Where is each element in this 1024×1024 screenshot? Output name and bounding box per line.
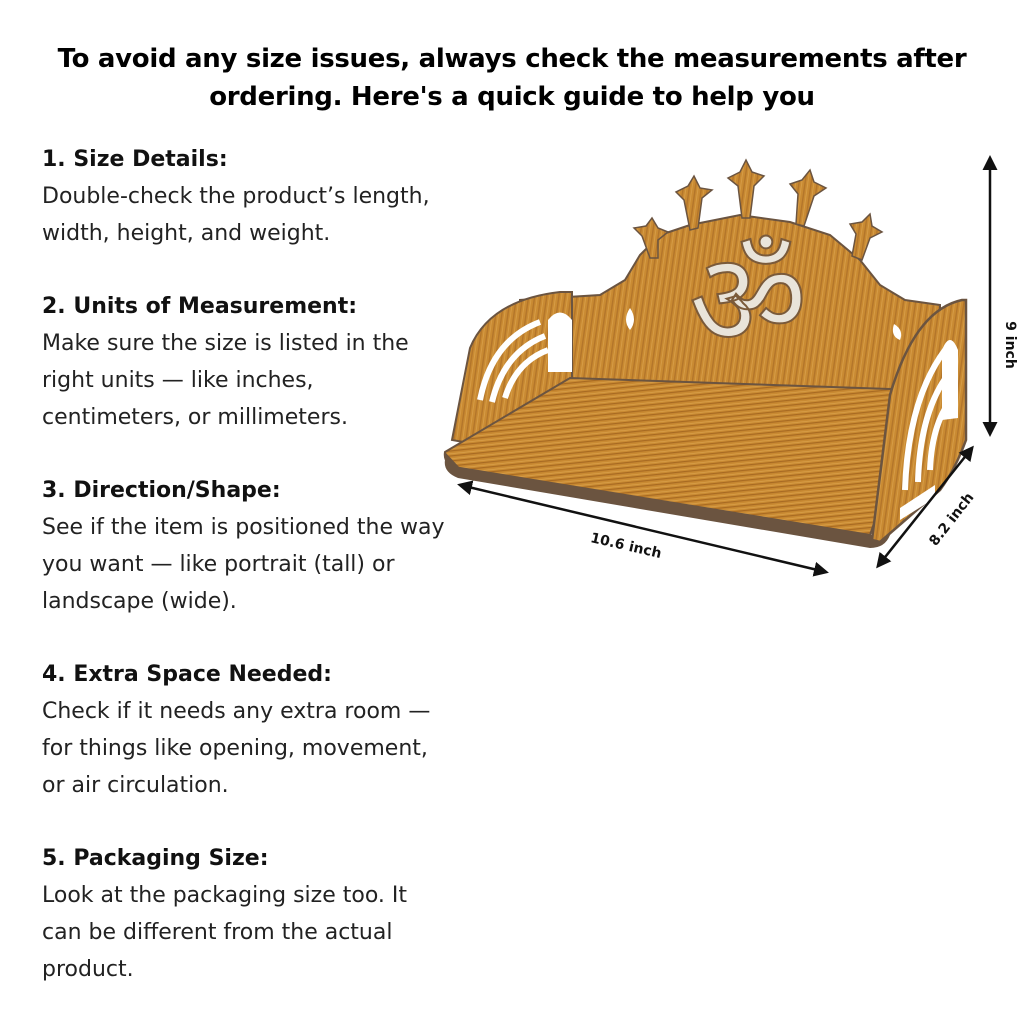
section-body: Make sure the size is listed in the righ… <box>42 331 409 430</box>
section-title: 2. Units of Measurement: <box>42 294 358 319</box>
section-body: Check if it needs any extra room — for t… <box>42 699 431 798</box>
guide-section-units: 2. Units of Measurement: Make sure the s… <box>42 289 522 436</box>
section-body: Double-check the product’s length, width… <box>42 184 430 246</box>
om-symbol-icon: ॐ <box>689 224 808 376</box>
section-title: 1. Size Details: <box>42 147 228 172</box>
guide-section-direction: 3. Direction/Shape: See if the item is p… <box>42 473 522 620</box>
headline: To avoid any size issues, always check t… <box>57 44 967 112</box>
width-label: 10.6 inch <box>589 530 663 562</box>
guide-section-size-details: 1. Size Details: Double-check the produc… <box>42 142 522 252</box>
height-dimension: 9 inch <box>982 155 1018 437</box>
wooden-mandir-shelf-illustration: ॐ 10.6 inch <box>443 155 1018 577</box>
section-title: 3. Direction/Shape: <box>42 478 281 503</box>
measurement-guide: 1. Size Details: Double-check the produc… <box>42 142 522 988</box>
depth-label: 8.2 inch <box>926 490 977 549</box>
section-body: See if the item is positioned the way yo… <box>42 515 445 614</box>
product-image: ॐ 10.6 inch <box>430 150 1020 590</box>
left-side-panel <box>450 291 573 447</box>
section-title: 4. Extra Space Needed: <box>42 662 332 687</box>
height-label: 9 inch <box>1002 321 1018 369</box>
guide-section-extra-space: 4. Extra Space Needed: Check if it needs… <box>42 657 522 804</box>
back-panel: ॐ <box>519 158 941 391</box>
guide-section-packaging: 5. Packaging Size: Look at the packaging… <box>42 841 522 988</box>
section-title: 5. Packaging Size: <box>42 846 269 871</box>
section-body: Look at the packaging size too. It can b… <box>42 883 407 982</box>
